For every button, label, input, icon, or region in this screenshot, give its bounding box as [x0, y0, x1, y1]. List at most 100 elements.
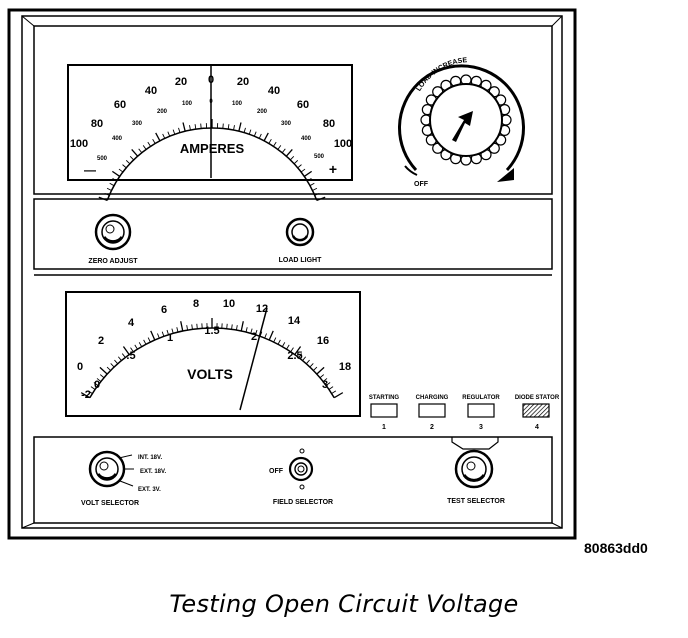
scale-tick — [182, 122, 186, 132]
scale-tick — [98, 196, 108, 202]
scale-tick — [253, 131, 257, 137]
load-light-label: LOAD LIGHT — [279, 257, 322, 264]
amm-bottom-label: 100 — [232, 101, 243, 107]
scale-tick — [248, 129, 252, 135]
scale-tick — [316, 366, 325, 375]
button-number: 4 — [535, 424, 539, 431]
volt-top-label: 0 — [77, 361, 83, 373]
panel-frame — [7, 8, 577, 540]
scale-tick — [176, 327, 179, 333]
scale-tick — [322, 378, 328, 382]
scale-tick — [319, 374, 325, 379]
knob-pointer-arrow-icon — [452, 111, 473, 142]
load-light — [285, 217, 315, 247]
scale-tick — [312, 187, 318, 191]
button-label: STARTING — [369, 395, 400, 401]
amm-bottom-label: 300 — [132, 121, 143, 127]
volt-top-label: 10 — [223, 298, 235, 310]
volt-bottom-label: .5 — [126, 350, 135, 362]
ammeter-bottom-scale: 500 400 300 200 100 0 100 200 300 400 50… — [97, 99, 325, 162]
scale-tick — [125, 160, 131, 165]
scale-tick — [298, 353, 303, 358]
scale-tick — [196, 323, 198, 329]
scale-arc — [106, 127, 318, 201]
scale-tick — [117, 356, 122, 361]
scale-tick — [264, 333, 267, 339]
scale-tick — [167, 131, 171, 137]
scale-tick — [281, 148, 286, 154]
regulator-button[interactable]: REGULATOR 3 — [462, 395, 500, 431]
scale-tick — [268, 138, 272, 144]
field-selector-label: FIELD SELECTOR — [273, 499, 333, 506]
charging-button[interactable]: CHARGING 2 — [416, 395, 449, 431]
zero-adjust-knob[interactable] — [94, 213, 132, 251]
amm-bottom-label: 300 — [281, 121, 292, 127]
scale-tick — [134, 344, 138, 350]
scale-tick — [285, 149, 293, 157]
amm-bottom-label: 200 — [257, 109, 268, 115]
scale-tick — [110, 363, 115, 368]
scale-tick — [150, 330, 156, 341]
scale-tick — [138, 148, 143, 154]
scale-tick — [281, 342, 286, 347]
arrow-head-icon — [497, 168, 514, 182]
scale-tick — [294, 346, 302, 355]
amm-top-label: 80 — [91, 118, 103, 130]
figure-code: 80863dd0 — [584, 540, 648, 556]
scale-tick — [314, 192, 320, 196]
scale-tick — [96, 378, 102, 382]
scale-tick — [238, 122, 242, 132]
volt-bottom-label: 2 — [251, 331, 257, 343]
field-selector-switch[interactable] — [288, 448, 314, 490]
scale-tick — [112, 177, 118, 182]
volt-top-label: 6 — [161, 304, 167, 316]
ammeter: 100 80 60 40 20 0 20 40 60 80 100 500 40… — [67, 64, 353, 202]
scale-tick — [87, 390, 93, 394]
volt-top-label: 2 — [98, 335, 104, 347]
scale-arc — [89, 327, 335, 399]
scale-tick — [155, 132, 161, 142]
diode-stator-button[interactable]: DIODE STATOR 4 — [515, 395, 560, 431]
figure-caption: Testing Open Circuit Voltage — [169, 590, 519, 618]
scale-tick — [178, 127, 181, 133]
test-selector-knob[interactable] — [454, 449, 494, 489]
scale-tick — [186, 325, 189, 331]
amm-top-label: 40 — [268, 85, 280, 97]
scale-tick — [233, 125, 235, 131]
zero-adjust-label: ZERO ADJUST — [88, 258, 138, 265]
volt-top-label: 16 — [317, 335, 329, 347]
scale-tick — [268, 330, 274, 341]
scale-tick — [277, 145, 282, 150]
button-label: DIODE STATOR — [515, 395, 560, 401]
voltmeter-scale-ticks — [80, 318, 344, 399]
volt-top-label: 4 — [128, 317, 135, 329]
scale-tick — [306, 177, 312, 182]
amm-top-label: 20 — [175, 76, 187, 88]
scale-tick — [305, 359, 310, 365]
button-label: REGULATOR — [462, 395, 500, 401]
scale-tick — [243, 127, 246, 133]
volt-selector-label: VOLT SELECTOR — [81, 500, 139, 507]
scale-tick — [313, 366, 318, 371]
ammeter-unit-label: AMPERES — [180, 141, 245, 156]
amm-bottom-label: 500 — [314, 154, 325, 160]
scale-tick — [111, 170, 121, 178]
scale-tick — [130, 347, 134, 353]
volt-option-ext-3v: EXT. 3V. — [138, 487, 161, 493]
scale-tick — [277, 339, 281, 345]
scale-tick — [250, 328, 253, 334]
scale-tick — [309, 363, 314, 368]
amm-bottom-label: 500 — [97, 156, 108, 162]
scale-tick — [99, 374, 105, 379]
volt-bottom-label: 3 — [322, 379, 328, 391]
scale-tick — [297, 164, 302, 169]
scale-tick — [142, 145, 147, 150]
volt-bottom-label: 0 — [94, 379, 100, 391]
starting-button[interactable]: STARTING 1 — [369, 395, 400, 431]
volt-selector-knob[interactable] — [88, 450, 134, 488]
load-increase-knob[interactable]: LOAD INCREASE OFF — [398, 57, 525, 188]
button-number: 1 — [382, 424, 386, 431]
scale-tick — [109, 182, 115, 187]
voltmeter-top-scale: 0 2 4 6 8 10 12 14 16 18 — [77, 298, 351, 373]
